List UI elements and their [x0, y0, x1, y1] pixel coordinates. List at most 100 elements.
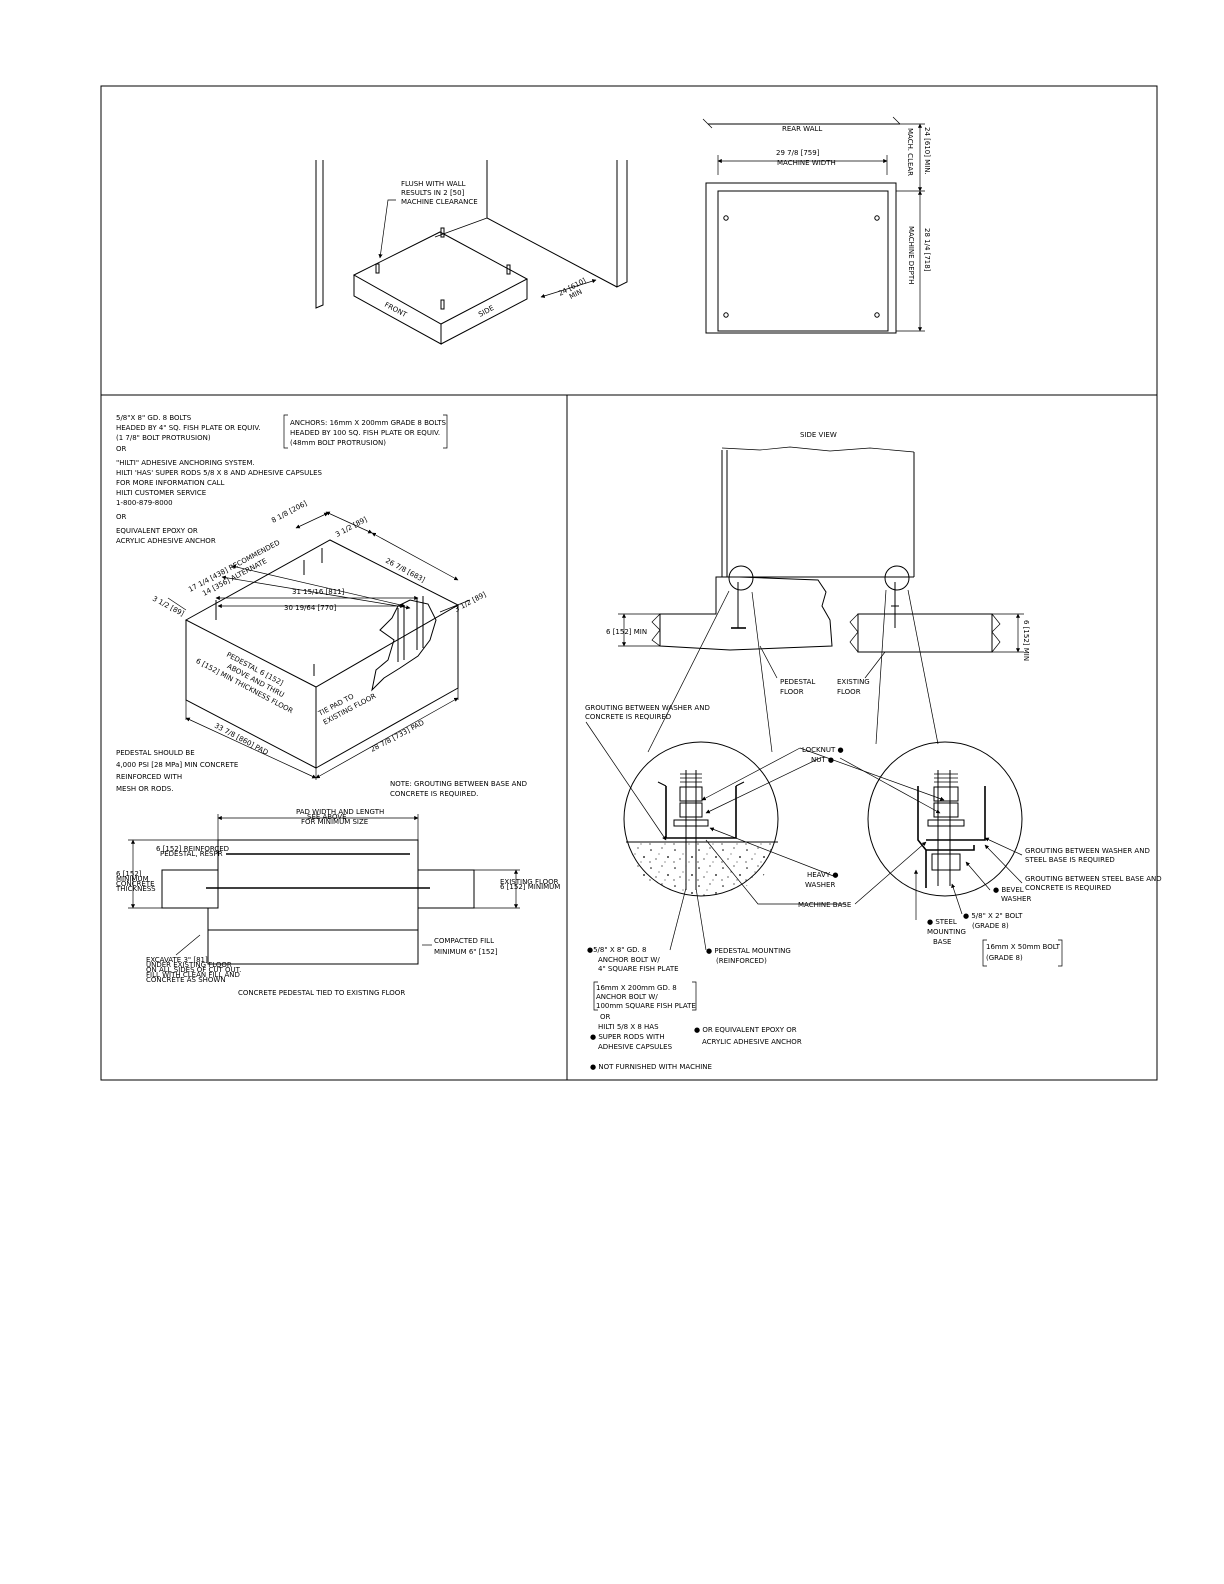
svg-text:HILTI 'HAS' SUPER RODS 5/8 X 8: HILTI 'HAS' SUPER RODS 5/8 X 8 AND ADHES…	[116, 469, 323, 477]
svg-text:GROUTING BETWEEN WASHER AND: GROUTING BETWEEN WASHER AND	[585, 704, 710, 712]
svg-text:100mm SQUARE FISH PLATE: 100mm SQUARE FISH PLATE	[596, 1002, 696, 1010]
anchors-note: ANCHORS: 16mm X 200mm GRADE 8 BOLTS HEAD…	[283, 414, 448, 449]
svg-text:CONCRETE: CONCRETE	[116, 880, 155, 888]
detail-circle-left	[623, 741, 779, 897]
svg-text:● PEDESTAL MOUNTING: ● PEDESTAL MOUNTING	[706, 947, 791, 955]
svg-text:6 [152]: 6 [152]	[116, 870, 142, 878]
svg-text:● 5/8" X 2" BOLT: ● 5/8" X 2" BOLT	[963, 912, 1023, 920]
section-left-note: 6 [152] REINFORCED PEDESTAL, RESPR 6 [15…	[115, 845, 229, 893]
machine-clear-dim: 24 [610] MIN.	[923, 127, 931, 175]
svg-text:CONCRETE IS REQUIRED: CONCRETE IS REQUIRED	[585, 713, 671, 721]
svg-text:(GRADE 8): (GRADE 8)	[986, 954, 1023, 962]
svg-text:● OR EQUIVALENT EPOXY OR: ● OR EQUIVALENT EPOXY OR	[694, 1026, 797, 1034]
svg-text:6 [152] MINIMUM: 6 [152] MINIMUM	[500, 883, 560, 891]
svg-text:MACHINE CLEARANCE: MACHINE CLEARANCE	[401, 198, 478, 206]
epoxy-note: ● OR EQUIVALENT EPOXY OR ACRYLIC ADHESIV…	[694, 1026, 802, 1046]
svg-text:RESULTS IN 2 [50]: RESULTS IN 2 [50]	[401, 189, 465, 197]
dim-89-top: 3 1/2 [89]	[334, 515, 368, 538]
svg-text:EQUIVALENT EPOXY OR: EQUIVALENT EPOXY OR	[116, 527, 198, 535]
svg-text:PAD WIDTH AND LENGTH: PAD WIDTH AND LENGTH	[296, 808, 384, 816]
pedestal-mounting-label: ● PEDESTAL MOUNTING (REINFORCED)	[706, 947, 791, 965]
tie-pad-label: TIE PAD TO EXISTING FLOOR	[316, 692, 377, 727]
svg-text:CONCRETE AS SHOWN: CONCRETE AS SHOWN	[146, 976, 226, 984]
svg-text:ANCHOR BOLT W/: ANCHOR BOLT W/	[596, 993, 658, 1001]
isometric-pedestal	[167, 511, 471, 780]
flush-note: FLUSH WITH WALL RESULTS IN 2 [50] MACHIN…	[401, 180, 478, 206]
svg-text:(REINFORCED): (REINFORCED)	[716, 957, 767, 965]
svg-text:FOR MORE INFORMATION CALL: FOR MORE INFORMATION CALL	[116, 479, 225, 487]
pedestal-note: PEDESTAL SHOULD BE 4,000 PSI [28 MPa] MI…	[116, 749, 238, 793]
pedestal-label: PEDESTAL 6 [152] ABOVE AND THRU 6 [152] …	[194, 651, 294, 716]
section-caption: CONCRETE PEDESTAL TIED TO EXISTING FLOOR	[238, 989, 405, 997]
svg-text:GROUTING BETWEEN STEEL BASE AN: GROUTING BETWEEN STEEL BASE AND	[1025, 875, 1162, 883]
plan-view	[702, 116, 925, 334]
rear-wall-label: REAR WALL	[782, 125, 822, 133]
excavate-note: EXCAVATE 3" [81] UNDER EXISTING FLOOR ON…	[146, 956, 241, 984]
bolt-metric-label: 16mm X 50mm BOLT (GRADE 8)	[982, 939, 1063, 967]
svg-text:CONCRETE IS REQUIRED: CONCRETE IS REQUIRED	[1025, 884, 1111, 892]
pedestal-floor-label: PEDESTAL FLOOR	[780, 678, 815, 696]
detail-circle-right	[867, 741, 1023, 897]
svg-text:EXISTING: EXISTING	[837, 678, 870, 686]
pedestal-section	[128, 814, 520, 965]
dim-438: 17 1/4 [438] RECOMMENDED	[187, 539, 281, 594]
anchor-bolt-label: ●5/8" X 8" GD. 8 ANCHOR BOLT W/ 4" SQUAR…	[587, 946, 679, 973]
grout-washer-steel-note: GROUTING BETWEEN WASHER AND STEEL BASE I…	[1025, 847, 1150, 864]
svg-text:MOUNTING: MOUNTING	[927, 928, 966, 936]
svg-text:16mm X 200mm GD. 8: 16mm X 200mm GD. 8	[596, 984, 677, 992]
pad-733: 28 7/8 [733] PAD	[369, 719, 425, 754]
svg-text:NOTE: GROUTING BETWEEN BASE AN: NOTE: GROUTING BETWEEN BASE AND	[390, 780, 527, 788]
svg-text:OR: OR	[116, 445, 127, 453]
isometric-pad-view	[315, 160, 628, 345]
svg-text:(1 7/8" BOLT PROTRUSION): (1 7/8" BOLT PROTRUSION)	[116, 434, 211, 442]
svg-text:FLUSH WITH WALL: FLUSH WITH WALL	[401, 180, 466, 188]
bolt-582-label: ● 5/8" X 2" BOLT (GRADE 8)	[963, 912, 1023, 930]
svg-text:PEDESTAL, RESPR: PEDESTAL, RESPR	[160, 850, 223, 858]
svg-text:BASE: BASE	[933, 938, 951, 946]
machine-depth-dim: 28 1/4 [718]	[923, 228, 931, 272]
svg-text:6 [152] REINFORCED: 6 [152] REINFORCED	[156, 845, 229, 853]
svg-text:FOR MINIMUM SIZE: FOR MINIMUM SIZE	[301, 818, 368, 826]
section-right-note: EXISTING FLOOR 6 [152] MINIMUM	[500, 878, 560, 891]
anchor-metric-label: 16mm X 200mm GD. 8 ANCHOR BOLT W/ 100mm …	[593, 981, 697, 1011]
compacted-fill-label: COMPACTED FILL MINIMUM 6" [152]	[434, 937, 498, 956]
svg-text:1-800-879-8000: 1-800-879-8000	[116, 499, 173, 507]
svg-text:MINIMUM 6" [152]: MINIMUM 6" [152]	[434, 948, 498, 956]
locknut-label: LOCKNUT ●	[802, 746, 844, 754]
svg-text:● SUPER RODS WITH: ● SUPER RODS WITH	[590, 1033, 665, 1041]
svg-text:ON ALL SIDES OF CUT OUT.: ON ALL SIDES OF CUT OUT.	[146, 966, 241, 974]
machine-width-dim: 29 7/8 [759]	[776, 149, 820, 157]
svg-text:4" SQUARE FISH PLATE: 4" SQUARE FISH PLATE	[598, 965, 679, 973]
min-right-dim: 6 [152] MIN	[1022, 620, 1030, 661]
existing-floor-label: EXISTING FLOOR	[837, 678, 870, 696]
machine-depth-label: MACHINE DEPTH	[907, 226, 915, 284]
svg-text:ACRYLIC ADHESIVE ANCHOR: ACRYLIC ADHESIVE ANCHOR	[702, 1038, 802, 1046]
svg-text:OR: OR	[600, 1013, 611, 1021]
svg-text:THICKNESS: THICKNESS	[115, 885, 156, 893]
hilti-note: OR HILTI 5/8 X 8 HAS ● SUPER RODS WITH A…	[590, 1013, 673, 1051]
svg-text:(GRADE 8): (GRADE 8)	[972, 922, 1009, 930]
nut-label: NUT ●	[811, 756, 834, 764]
svg-text:MINIMUM: MINIMUM	[116, 875, 149, 883]
svg-text:MESH OR RODS.: MESH OR RODS.	[116, 785, 173, 793]
svg-text:FLOOR: FLOOR	[837, 688, 861, 696]
detail-leaders	[585, 721, 1023, 951]
svg-text:● STEEL: ● STEEL	[927, 918, 957, 926]
svg-text:HEADED BY 4" SQ. FISH PLATE OR: HEADED BY 4" SQ. FISH PLATE OR EQUIV.	[116, 424, 260, 432]
svg-text:ADHESIVE CAPSULES: ADHESIVE CAPSULES	[598, 1043, 673, 1051]
svg-text:WASHER: WASHER	[1001, 895, 1031, 903]
svg-text:OR: OR	[116, 513, 127, 521]
drawing-frame	[100, 85, 1158, 1081]
svg-text:● BEVEL: ● BEVEL	[993, 886, 1024, 894]
grout-steel-concrete-note: GROUTING BETWEEN STEEL BASE AND CONCRETE…	[1025, 875, 1162, 892]
dim-770: 30 19/64 [770]	[284, 604, 337, 612]
min-clearance-label: 24 [610] MIN	[557, 277, 587, 302]
svg-text:16mm X 50mm BOLT: 16mm X 50mm BOLT	[986, 943, 1061, 951]
side-view	[618, 446, 1024, 753]
svg-text:HILTI 5/8 X 8 HAS: HILTI 5/8 X 8 HAS	[598, 1023, 659, 1031]
svg-text:STEEL BASE IS REQUIRED: STEEL BASE IS REQUIRED	[1025, 856, 1115, 864]
svg-text:ACRYLIC ADHESIVE ANCHOR: ACRYLIC ADHESIVE ANCHOR	[116, 537, 216, 545]
bolts-note: 5/8"X 8" GD. 8 BOLTS HEADED BY 4" SQ. FI…	[116, 414, 323, 545]
machine-width-label: MACHINE WIDTH	[777, 159, 836, 167]
